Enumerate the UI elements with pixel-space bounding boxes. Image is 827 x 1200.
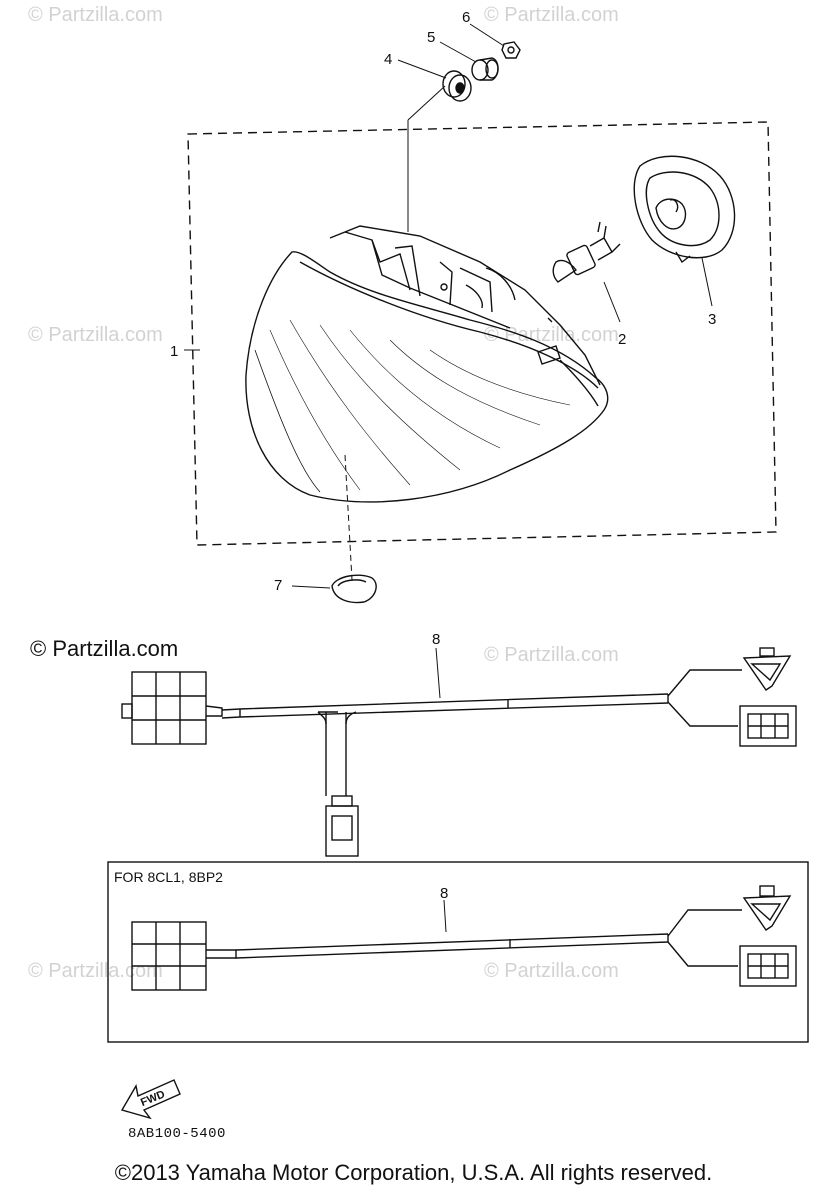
callout-3: 3 — [708, 311, 716, 328]
callout-1: 1 — [170, 343, 178, 360]
bolt-part-6 — [501, 41, 521, 59]
grommet-part-4 — [442, 70, 472, 102]
variant-box — [107, 861, 809, 1043]
assembly-boundary — [187, 121, 777, 546]
wire-harness — [121, 647, 797, 857]
collar-part-5 — [471, 57, 499, 81]
watermark: © Partzilla.com — [28, 4, 163, 26]
headlight-assembly — [245, 225, 609, 503]
fwd-arrow-icon — [120, 1079, 181, 1120]
partzilla-credit: © Partzilla.com — [30, 636, 179, 661]
variant-note: FOR 8CL1, 8BP2 — [114, 869, 223, 885]
callout-7: 7 — [274, 577, 282, 594]
watermark: © Partzilla.com — [28, 324, 163, 346]
watermark: © Partzilla.com — [484, 324, 619, 346]
watermark: © Partzilla.com — [484, 4, 619, 26]
headlight-bulb — [552, 221, 621, 283]
callout-4: 4 — [384, 51, 392, 68]
grommet-part-7 — [331, 574, 377, 604]
callout-5: 5 — [427, 29, 435, 46]
callout-6: 6 — [462, 9, 470, 26]
bulb-cover — [633, 155, 736, 264]
watermark: © Partzilla.com — [484, 644, 619, 666]
callout-8-variant: 8 — [440, 885, 448, 902]
leader-lines — [184, 23, 713, 933]
watermark: © Partzilla.com — [484, 960, 619, 982]
callout-2: 2 — [618, 331, 626, 348]
copyright-footer: ©2013 Yamaha Motor Corporation, U.S.A. A… — [114, 1160, 713, 1185]
wire-harness-variant — [131, 885, 797, 991]
callout-8: 8 — [432, 631, 440, 648]
drawing-code: 8AB100-5400 — [128, 1126, 226, 1142]
watermark: © Partzilla.com — [28, 960, 163, 982]
